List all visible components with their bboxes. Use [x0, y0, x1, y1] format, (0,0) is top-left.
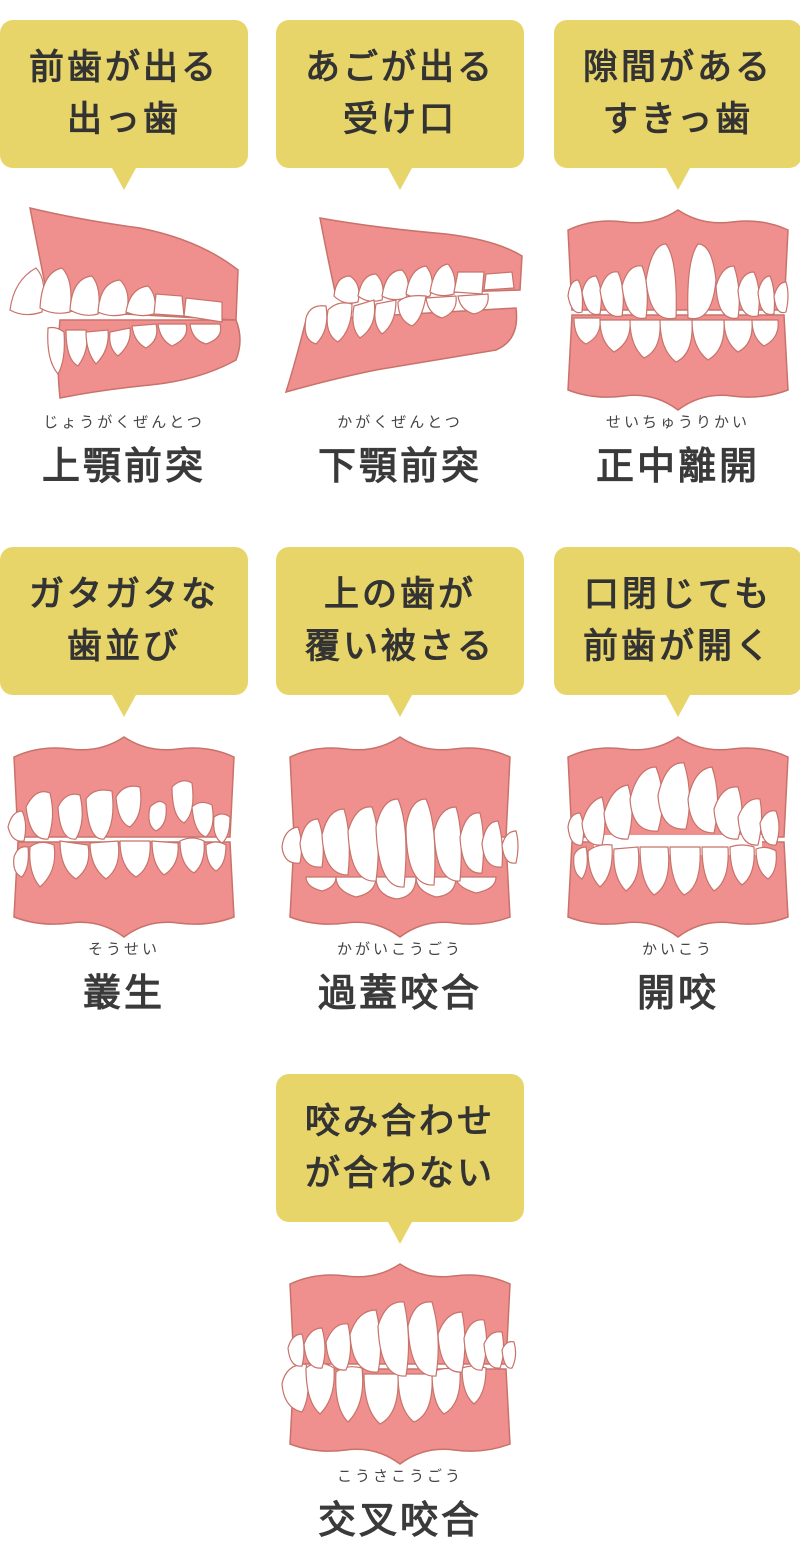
bubble-line-1: ガタガタな [28, 575, 219, 615]
speech-bubble: あごが出る 受け口 [276, 20, 524, 168]
furigana: じょうがくぜんとつ [43, 413, 205, 431]
bubble-line-1: 隙間がある [582, 48, 773, 88]
bubble-line-1: 前歯が出る [28, 48, 219, 88]
furigana: かがいこうごう [336, 940, 463, 958]
teeth-side-view-lower-protrusion-icon [276, 200, 524, 420]
speech-bubble: 前歯が出る 出っ歯 [0, 20, 248, 168]
furigana: かいこう [641, 940, 714, 958]
term-label: 叢生 [82, 971, 165, 1015]
bubble-line-2: 出っ歯 [66, 100, 181, 140]
speech-bubble: 隙間がある すきっ歯 [554, 20, 800, 168]
malocclusion-card-lower-protrusion: あごが出る 受け口 かがくぜんとつ 下 [276, 20, 524, 488]
bubble-line-1: 咬み合わせ [304, 1102, 495, 1142]
bubble-line-1: あごが出る [304, 48, 495, 88]
term-label: 正中離開 [595, 444, 760, 488]
bubble-line-2: 前歯が開く [582, 627, 773, 667]
term-label: 上顎前突 [41, 444, 206, 488]
teeth-front-view-open-bite-icon [554, 727, 800, 947]
malocclusion-card-crowding: ガタガタな 歯並び [0, 547, 248, 1015]
term-label: 過蓋咬合 [317, 971, 482, 1015]
furigana: そうせい [87, 940, 160, 958]
speech-bubble: 上の歯が 覆い被さる [276, 547, 524, 695]
malocclusion-card-cross-bite: 咬み合わせ が合わない [276, 1074, 524, 1542]
furigana: かがくぜんとつ [337, 413, 463, 431]
bubble-line-1: 口閉じても [583, 575, 773, 615]
bubble-line-1: 上の歯が [323, 575, 476, 615]
term-label: 開咬 [636, 971, 719, 1015]
bubble-line-2: 受け口 [342, 100, 457, 140]
malocclusion-card-midline-diastema: 隙間がある すきっ歯 [554, 20, 800, 488]
furigana: こうさこうごう [336, 1467, 463, 1485]
teeth-side-view-upper-protrusion-icon [0, 200, 248, 420]
furigana: せいちゅうりかい [605, 413, 750, 431]
teeth-front-view-deep-bite-icon [276, 727, 524, 947]
malocclusion-card-open-bite: 口閉じても 前歯が開く [554, 547, 800, 1015]
teeth-front-view-gap-icon [554, 200, 800, 420]
bubble-line-2: が合わない [304, 1154, 495, 1194]
bubble-line-2: 覆い被さる [304, 627, 495, 667]
term-label: 交叉咬合 [317, 1498, 482, 1542]
bubble-line-2: すきっ歯 [602, 100, 754, 140]
malocclusion-card-upper-protrusion: 前歯が出る 出っ歯 じょうがくぜんとつ [0, 20, 248, 488]
speech-bubble: ガタガタな 歯並び [0, 547, 248, 695]
malocclusion-card-deep-bite: 上の歯が 覆い被さる かがいこうごう [276, 547, 524, 1015]
teeth-front-view-crowded-icon [0, 727, 248, 947]
speech-bubble: 咬み合わせ が合わない [276, 1074, 524, 1222]
speech-bubble: 口閉じても 前歯が開く [554, 547, 800, 695]
term-label: 下顎前突 [317, 444, 482, 488]
bubble-line-2: 歯並び [66, 627, 181, 667]
teeth-front-view-cross-bite-icon [276, 1254, 524, 1474]
